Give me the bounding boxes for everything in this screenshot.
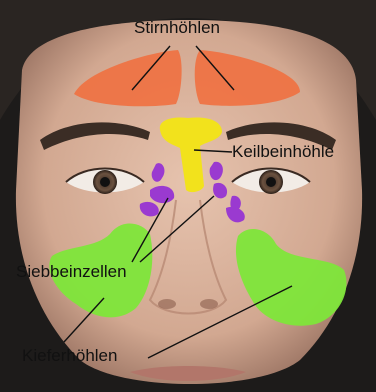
right-nostril bbox=[200, 299, 218, 309]
label-maxillary-sinuses: Kieferhöhlen bbox=[22, 346, 117, 366]
label-frontal-sinuses: Stirnhöhlen bbox=[134, 18, 220, 38]
label-ethmoid-cells: Siebbeinzellen bbox=[16, 262, 127, 282]
left-nostril bbox=[158, 299, 176, 309]
face bbox=[16, 20, 362, 384]
label-sphenoid-sinus: Keilbeinhöhle bbox=[232, 142, 334, 162]
